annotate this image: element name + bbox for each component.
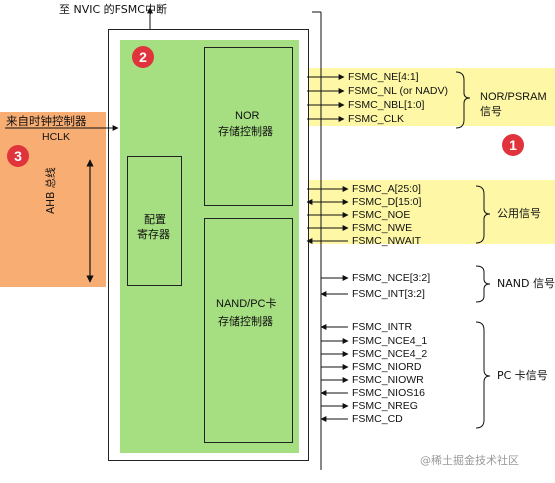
signal-pc-6: FSMC_NREG (352, 400, 418, 412)
nor-group-label-2: 信号 (480, 105, 502, 118)
signal-pc-4: FSMC_NIOWR (352, 374, 424, 386)
watermark: @稀土掘金技术社区 (420, 454, 519, 467)
nor-group-label-1: NOR/PSRAM (480, 91, 547, 103)
pc-signal-arrows (320, 324, 349, 422)
nor-brace (455, 71, 471, 129)
signal-pc-2: FSMC_NCE4_2 (352, 348, 428, 360)
signal-pc-0: FSMC_INTR (352, 321, 413, 333)
signal-pc-7: FSMC_CD (352, 413, 403, 425)
signal-common-4: FSMC_NWAIT (352, 235, 422, 247)
signal-common-0: FSMC_A[25:0] (352, 183, 421, 195)
badge-3: 3 (7, 145, 29, 167)
signal-common-3: FSMC_NWE (352, 222, 413, 234)
signal-common-1: FSMC_D[15:0] (352, 196, 422, 208)
signal-nand-0: FSMC_NCE[3:2] (352, 272, 431, 284)
nor-signal-arrows (307, 74, 345, 122)
nand-signal-arrows (320, 275, 349, 297)
hclk-label: HCLK (42, 131, 71, 143)
fsmc-controller-area (120, 40, 299, 453)
signal-pc-3: FSMC_NIORD (352, 361, 422, 373)
signal-nor-2: FSMC_NBL[1:0] (348, 99, 425, 111)
nor-controller-label-2: 存储控制器 (218, 125, 273, 138)
nor-signal-band (306, 68, 555, 126)
common-group-label: 公用信号 (497, 207, 541, 220)
config-register-label-1: 配置 (144, 213, 166, 226)
common-brace (475, 185, 491, 244)
config-register-label-2: 寄存器 (137, 228, 170, 241)
nand-pc-controller-label-1: NAND/PC卡 (216, 298, 277, 310)
nvic-interrupt-label: 至 NVIC 的FSMC中断 (59, 3, 167, 16)
signal-nand-1: FSMC_INT[3:2] (352, 288, 425, 300)
signal-common-2: FSMC_NOE (352, 209, 411, 221)
config-register-block (127, 156, 182, 286)
badge-1: 1 (502, 134, 524, 156)
pc-brace (475, 321, 491, 429)
nand-brace (475, 265, 491, 303)
signal-pc-5: FSMC_NIOS16 (352, 387, 425, 399)
signal-nor-1: FSMC_NL (or NADV) (348, 85, 448, 97)
nand-pc-controller-label-2: 存储控制器 (218, 315, 273, 328)
nor-controller-block (204, 47, 293, 206)
pc-group-label: PC 卡信号 (497, 369, 548, 382)
signal-pc-1: FSMC_NCE4_1 (352, 335, 428, 347)
nand-group-label: NAND 信号 (497, 277, 555, 290)
signal-nor-3: FSMC_CLK (348, 113, 405, 125)
clock-source-label: 来自时钟控制器 (6, 114, 87, 128)
common-signal-arrows (306, 186, 349, 244)
signal-nor-0: FSMC_NE[4:1] (348, 71, 419, 83)
nand-pc-controller-block (204, 218, 293, 443)
nor-controller-label-1: NOR (235, 110, 260, 122)
badge-2: 2 (132, 46, 154, 68)
